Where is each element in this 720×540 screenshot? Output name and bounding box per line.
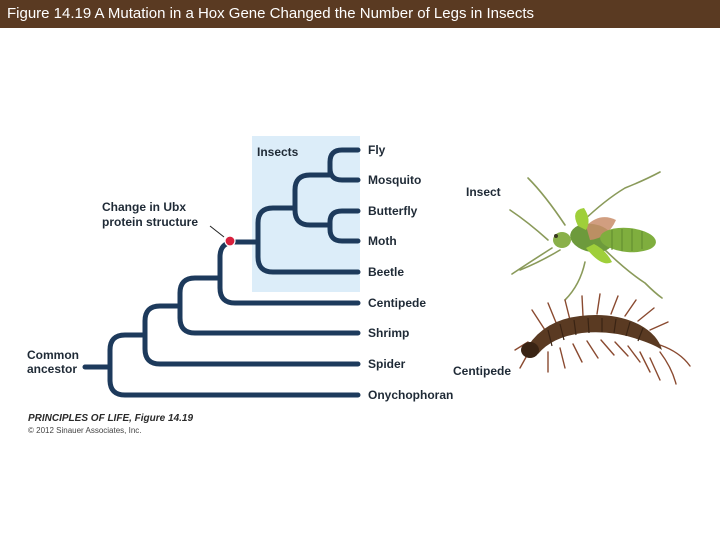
credit-copyright: © 2012 Sinauer Associates, Inc. <box>28 426 142 435</box>
credit-figure: PRINCIPLES OF LIFE, Figure 14.19 <box>28 413 193 424</box>
